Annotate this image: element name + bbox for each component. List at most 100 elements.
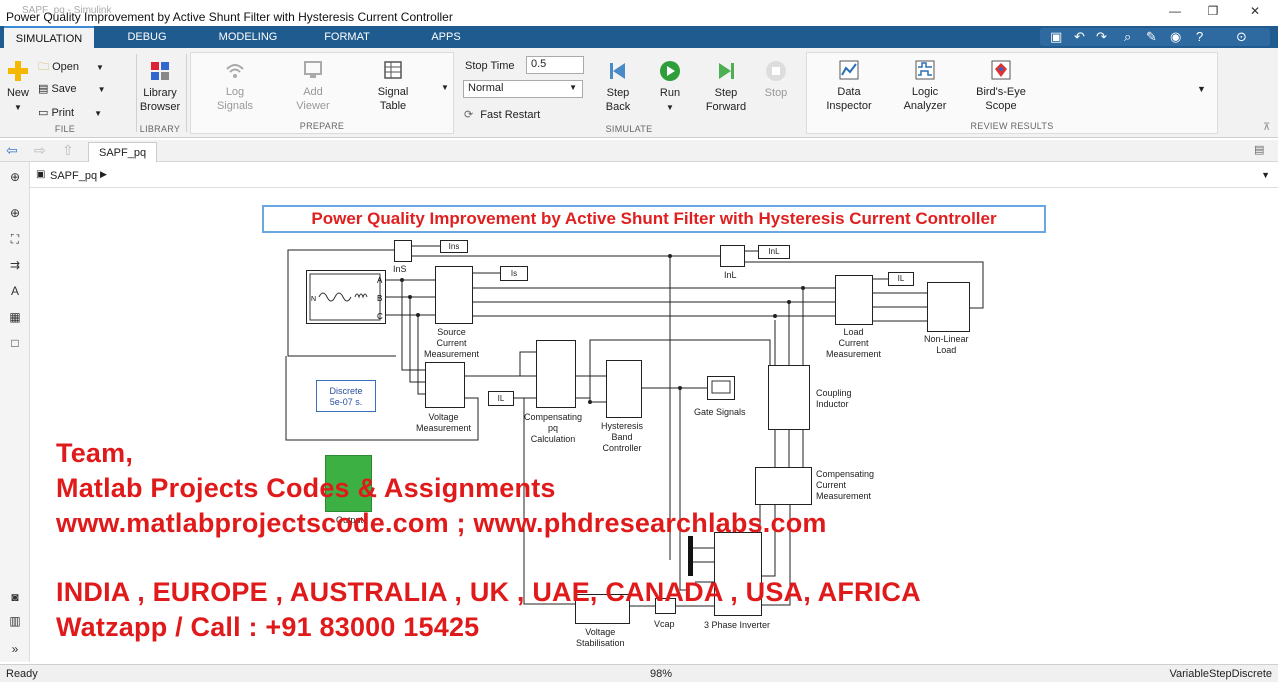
save-label: Save: [51, 83, 77, 95]
vcap-measure-block[interactable]: [655, 598, 676, 614]
up-arrow-icon[interactable]: ⇧: [62, 142, 74, 158]
ins-tag[interactable]: Ins: [440, 240, 468, 253]
minimize-icon[interactable]: —: [1169, 4, 1181, 18]
tab-format[interactable]: FORMAT: [324, 31, 370, 43]
undo-icon[interactable]: ↶: [1074, 29, 1085, 44]
apps-icon[interactable]: ◉: [1170, 29, 1182, 44]
powergui-discrete-block[interactable]: Discrete 5e-07 s.: [316, 380, 376, 412]
solver-name[interactable]: VariableStepDiscrete: [1169, 668, 1272, 680]
tab-apps[interactable]: APPS: [431, 31, 461, 43]
expand-icon[interactable]: »: [11, 642, 19, 656]
model-icon: ▣: [36, 169, 46, 180]
source-current-measurement-block[interactable]: [435, 266, 473, 324]
stop-button[interactable]: Stop: [758, 60, 794, 100]
run-button[interactable]: Run▼: [650, 60, 690, 115]
step-forward-label-1: Step: [714, 87, 738, 99]
chevron-down-icon[interactable]: ▼: [1261, 170, 1270, 180]
fast-restart-toggle[interactable]: ⟳ Fast Restart: [464, 108, 540, 122]
library-label-2: Browser: [139, 101, 181, 113]
volt-label-1: Voltage: [428, 412, 459, 422]
library-label-1: Library: [143, 87, 177, 99]
image-icon[interactable]: ▦: [9, 310, 21, 324]
left-toolbar: ⊕ ⊕ ⛶ ⇉ A ▦ □ ◙ ▥ »: [0, 162, 30, 662]
logic-analyzer-label-2: Analyzer: [903, 100, 947, 112]
tab-modeling[interactable]: MODELING: [218, 31, 278, 43]
back-arrow-icon[interactable]: ⇦: [6, 142, 18, 158]
ins-goto-block[interactable]: [394, 240, 412, 262]
gate-signals-scope-block[interactable]: [707, 376, 735, 400]
help-icon[interactable]: ?: [1196, 29, 1204, 44]
load-current-measurement-block[interactable]: [835, 275, 873, 325]
inl-tag[interactable]: InL: [758, 245, 790, 259]
new-button[interactable]: New▼: [4, 60, 32, 115]
three-phase-inverter-block[interactable]: [714, 532, 762, 616]
voltage-stabilisation-block[interactable]: [575, 594, 630, 624]
model-canvas[interactable]: [31, 189, 1278, 661]
compm-label-1: Compensating: [816, 469, 875, 479]
svg-text:B: B: [377, 294, 382, 303]
stop-time-input[interactable]: 0.5: [526, 56, 584, 74]
overlay-line-contact: Watzapp / Call : +91 83000 15425: [56, 612, 480, 642]
fit-view-icon[interactable]: ⛶: [10, 232, 20, 246]
voltage-measurement-block[interactable]: [425, 362, 465, 408]
print-button[interactable]: ▭ Print ▼: [38, 107, 103, 119]
save-button[interactable]: ▤ Save ▼: [38, 83, 106, 95]
review-expand-icon[interactable]: ▼: [1197, 84, 1206, 94]
maximize-icon[interactable]: ❐: [1207, 4, 1219, 18]
compensating-pq-calculation-block[interactable]: [536, 340, 576, 408]
tab-debug[interactable]: DEBUG: [127, 31, 167, 43]
annotation-icon[interactable]: A: [10, 284, 19, 298]
save-icon[interactable]: ▣: [1050, 29, 1063, 44]
model-browser-icon[interactable]: ▤: [1254, 144, 1265, 156]
zoom-level[interactable]: 98%: [650, 668, 673, 680]
forward-arrow-icon[interactable]: ⇨: [34, 142, 46, 158]
il-tag[interactable]: IL: [888, 272, 914, 286]
properties-icon[interactable]: ▥: [9, 614, 21, 628]
inl-goto-block[interactable]: [720, 245, 745, 267]
il-from-tag[interactable]: IL: [488, 391, 514, 406]
ribbon-collapse-icon[interactable]: ⊼: [1263, 122, 1271, 133]
ins-label: InS: [393, 264, 407, 274]
close-icon[interactable]: ✕: [1249, 4, 1261, 18]
coupling-inductor-label: Coupling Inductor: [816, 388, 852, 410]
prepare-expand-icon[interactable]: ▼: [441, 83, 449, 92]
zoom-in-icon[interactable]: ⊕: [9, 206, 21, 220]
output-block[interactable]: [325, 455, 372, 512]
coupling-inductor-block[interactable]: [768, 365, 810, 430]
non-linear-load-block[interactable]: [927, 282, 970, 332]
redo-icon[interactable]: ↷: [1096, 29, 1107, 44]
title-bar: SAPF_pq - Simulink Power Quality Improve…: [0, 0, 1278, 26]
arrow-right-icon[interactable]: ⇉: [9, 258, 21, 272]
simulation-mode-select[interactable]: Normal ▼: [463, 80, 583, 98]
tab-sapf-pq[interactable]: SAPF_pq: [88, 142, 158, 162]
open-button[interactable]: 🗀 Open ▼: [38, 61, 104, 73]
hysteresis-band-controller-block[interactable]: [606, 360, 642, 418]
step-back-label-1: Step: [606, 87, 630, 99]
collapse-ribbon-icon[interactable]: ⊙: [1236, 29, 1247, 44]
comp-label-3: Calculation: [530, 434, 576, 444]
tab-simulation[interactable]: SIMULATION: [4, 26, 94, 48]
log-label-2: Signals: [216, 100, 254, 112]
area-icon[interactable]: □: [11, 336, 19, 350]
compensating-current-measurement-block[interactable]: [755, 467, 812, 505]
is-tag[interactable]: Is: [500, 266, 528, 281]
camera-icon[interactable]: ◙: [11, 590, 19, 604]
pin-icon[interactable]: ✎: [1146, 29, 1157, 44]
breadcrumb-model[interactable]: SAPF_pq: [50, 170, 98, 182]
hide-browser-icon[interactable]: ⊕: [9, 170, 21, 184]
search-icon[interactable]: ⌕: [1124, 29, 1132, 44]
logic-analyzer-label-1: Logic: [911, 86, 939, 98]
table-icon: [384, 61, 402, 79]
